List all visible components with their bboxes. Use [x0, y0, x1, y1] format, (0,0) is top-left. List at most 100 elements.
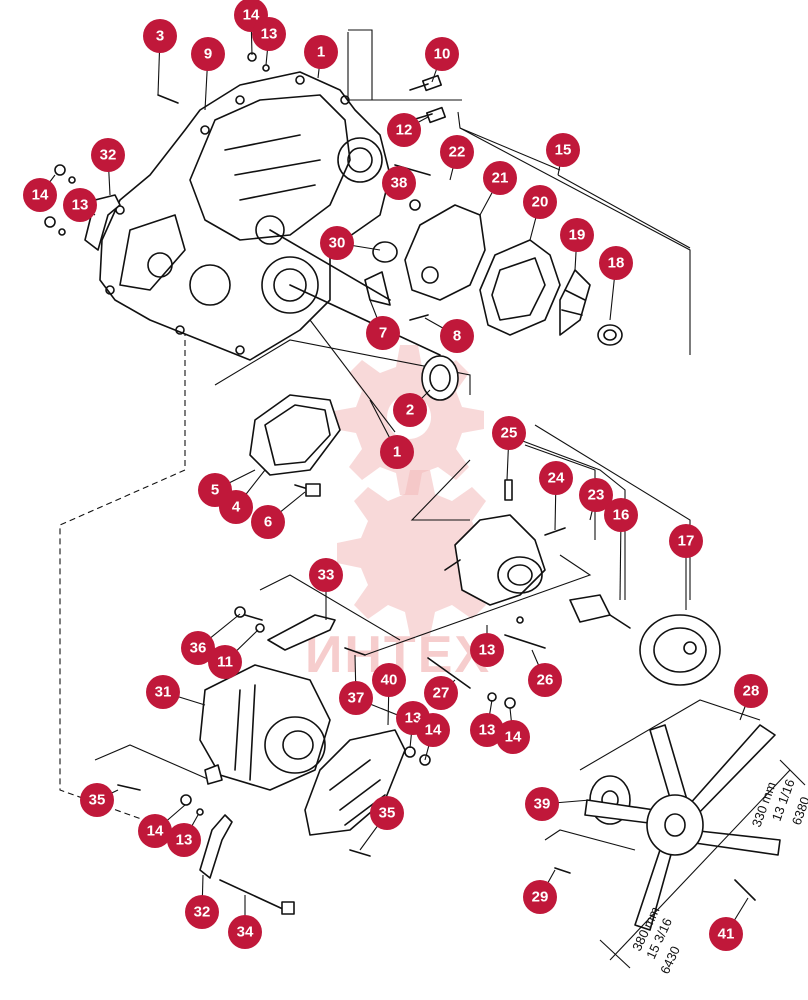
callout-circle [546, 133, 580, 167]
callout-1: 1 [304, 35, 338, 79]
callout-number: 26 [537, 672, 554, 689]
callout-circle [191, 37, 225, 71]
callout-number: 34 [237, 924, 254, 941]
callout-number: 13 [405, 710, 422, 727]
callout-circle [496, 720, 530, 754]
callout-number: 33 [318, 567, 335, 584]
seal-2 [421, 355, 459, 401]
callout-circle [23, 178, 57, 212]
callout-number: 31 [155, 684, 172, 701]
callout-number: 32 [194, 904, 211, 921]
callout-circle [181, 631, 215, 665]
callout-circle [470, 713, 504, 747]
nut-14-left-icon [54, 164, 66, 176]
callout-circle [167, 823, 201, 857]
callout-number: 16 [613, 507, 630, 524]
callout-circle [425, 37, 459, 71]
callout-circle [382, 166, 416, 200]
timing-cover-housing [99, 71, 441, 361]
callout-circle [309, 558, 343, 592]
callout-circle [669, 524, 703, 558]
callout-33: 33 [309, 558, 343, 620]
callout-number: 39 [534, 796, 551, 813]
callout-circle [387, 113, 421, 147]
callout-number: 5 [211, 482, 219, 499]
callout-number: 27 [433, 685, 450, 702]
callout-4: 4 [219, 469, 266, 524]
callout-9: 9 [191, 37, 225, 111]
callout-15: 15 [546, 133, 580, 176]
callout-32: 32 [185, 874, 219, 929]
callout-26: 26 [528, 649, 562, 697]
callout-number: 3 [156, 28, 164, 45]
callout-35: 35 [359, 796, 404, 851]
callout-36: 36 [181, 613, 241, 665]
bolt-10-icon [421, 74, 443, 92]
callout-22: 22 [440, 135, 474, 181]
callout-circle [146, 675, 180, 709]
callout-number: 30 [329, 235, 346, 252]
callout-13: 13 [470, 699, 504, 747]
callout-number: 37 [348, 690, 365, 707]
callout-number: 38 [391, 175, 408, 192]
callout-number: 13 [261, 26, 278, 43]
callout-14: 14 [138, 804, 186, 848]
callout-circle [440, 135, 474, 169]
callout-number: 25 [501, 425, 518, 442]
callout-circle [424, 676, 458, 710]
callout-30: 30 [320, 226, 381, 260]
callout-number: 24 [548, 470, 565, 487]
lower-fasteners [117, 692, 756, 915]
callout-14: 14 [23, 174, 57, 212]
callout-39: 39 [525, 787, 591, 821]
callout-number: 13 [176, 832, 193, 849]
callout-circle [470, 633, 504, 667]
callout-number: 13 [479, 722, 496, 739]
callout-27: 27 [424, 676, 458, 710]
callout-circle [143, 19, 177, 53]
callout-number: 35 [379, 805, 396, 822]
callout-circle [372, 663, 406, 697]
callout-number: 18 [608, 255, 625, 272]
callout-number: 28 [743, 683, 760, 700]
callout-circle [579, 478, 613, 512]
callout-number: 11 [217, 654, 233, 671]
callout-circle [440, 319, 474, 353]
callout-3: 3 [143, 19, 177, 96]
callout-17: 17 [669, 524, 703, 610]
callout-31: 31 [146, 675, 206, 709]
fan-assembly: 330 mm 13 1/16 6380 380 mm 15 3/16 6430 [584, 724, 808, 976]
callout-circle [604, 498, 638, 532]
callout-13: 13 [167, 814, 201, 857]
fan-top-code: 6380 [789, 795, 808, 827]
callout-number: 41 [718, 926, 735, 943]
callout-number: 8 [453, 328, 461, 345]
callout-32: 32 [91, 138, 125, 196]
callout-circle [185, 895, 219, 929]
callout-circle [734, 674, 768, 708]
callout-circle [208, 645, 242, 679]
callout-12: 12 [387, 113, 429, 147]
callout-24: 24 [539, 461, 573, 531]
callout-14: 14 [416, 713, 450, 761]
callout-circle [138, 814, 172, 848]
callout-circle [525, 787, 559, 821]
callout-1: 1 [369, 399, 414, 469]
bolt-34 [219, 879, 286, 911]
watermark-gear-icon-lower [337, 470, 503, 636]
callout-14: 14 [496, 707, 530, 754]
callout-circle [523, 185, 557, 219]
callout-circle [63, 188, 97, 222]
callout-40: 40 [372, 663, 406, 726]
callout-number: 14 [425, 722, 442, 739]
callout-number: 14 [505, 729, 522, 746]
callout-6: 6 [251, 491, 306, 539]
callout-circle [528, 663, 562, 697]
alternator [199, 664, 331, 791]
callout-25: 25 [492, 416, 526, 481]
bracket-32-lower [199, 814, 233, 879]
callout-circle [339, 681, 373, 715]
